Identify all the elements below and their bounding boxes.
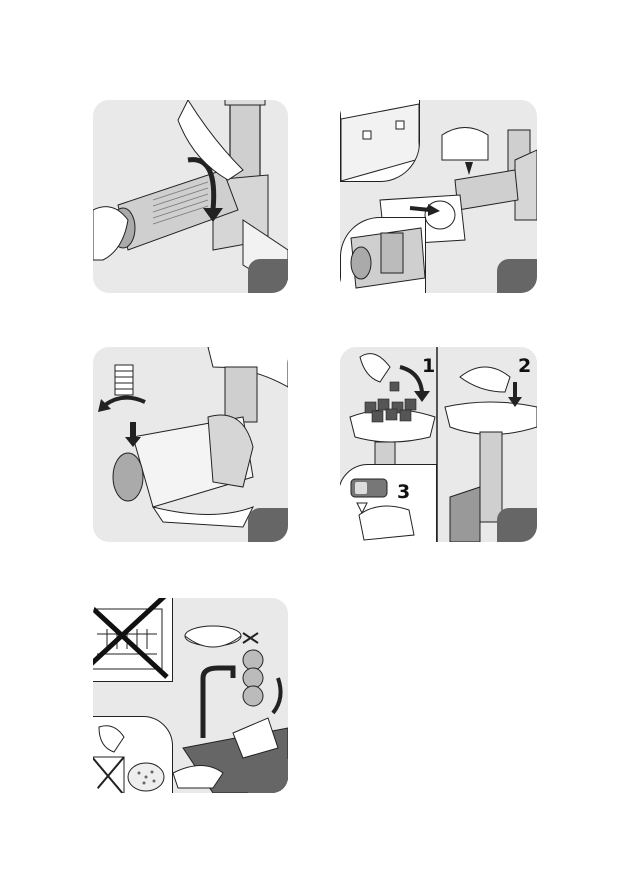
step-badge bbox=[248, 759, 288, 793]
illustration-panel-cleaning bbox=[93, 598, 288, 793]
illustration-panel-attach-drum bbox=[93, 100, 288, 293]
illustration-panel-feed: 1 2 3 bbox=[340, 347, 537, 542]
detail-inset-switch: 3 bbox=[340, 464, 437, 542]
latch-detail-drawing bbox=[341, 100, 419, 181]
detail-inset-bottom bbox=[340, 217, 426, 293]
illustration-panel-screw-cap bbox=[93, 347, 288, 542]
switch-detail-drawing bbox=[340, 465, 436, 542]
step-number-3: 3 bbox=[397, 481, 410, 503]
step-badge bbox=[248, 259, 288, 293]
step-badge bbox=[497, 508, 537, 542]
illustration-panel-fit-cover bbox=[340, 100, 537, 293]
detail-inset-no-dishwasher bbox=[93, 598, 173, 682]
no-dishwasher-drawing bbox=[93, 598, 172, 681]
detergent-drawing bbox=[93, 717, 172, 793]
step-badge bbox=[497, 259, 537, 293]
step-badge bbox=[248, 508, 288, 542]
detail-inset-top bbox=[340, 100, 420, 182]
detail-inset-detergent bbox=[93, 716, 173, 793]
step-number-1: 1 bbox=[422, 355, 435, 377]
locking-detail-drawing bbox=[341, 218, 425, 293]
step-number-2: 2 bbox=[518, 355, 531, 377]
